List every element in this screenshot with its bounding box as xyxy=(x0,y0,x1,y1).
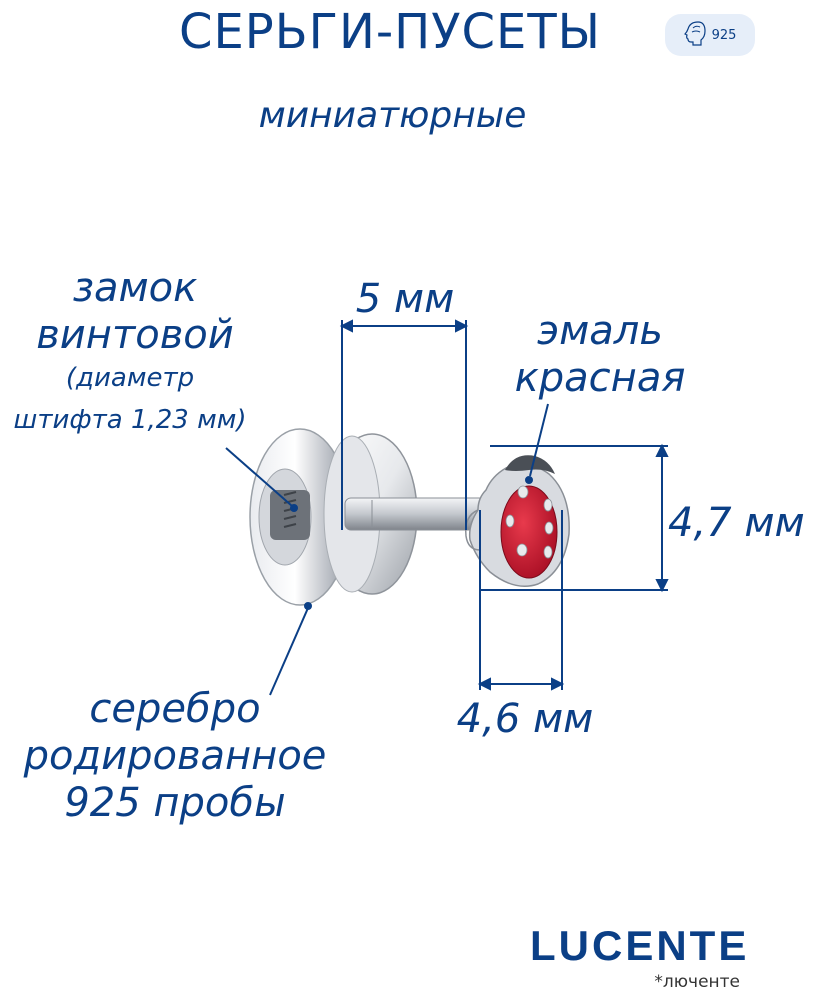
lock-label: замок винтовой xyxy=(15,265,255,359)
badge-text: 925 xyxy=(711,27,737,43)
screw-back xyxy=(249,428,351,606)
silver-assay-badge: 925 xyxy=(665,14,755,56)
silver-label-line3: 925 пробы xyxy=(64,780,286,827)
ladybug-head[interactable] xyxy=(465,455,570,587)
pin xyxy=(344,497,491,531)
brand-logo[interactable]: LUCENTE xyxy=(530,922,750,969)
dimension-height-lines xyxy=(480,443,669,593)
brand-transliteration: *люченте xyxy=(654,972,740,992)
page-title: СЕРЬГИ-ПУСЕТЫ xyxy=(178,4,602,60)
dimension-width-lines xyxy=(477,510,565,691)
silver-label: серебро родированное 925 пробы xyxy=(10,686,340,828)
enamel-label-line1: эмаль xyxy=(537,308,663,354)
dimension-length-lines xyxy=(339,319,469,530)
dimension-length-label: 5 мм xyxy=(355,276,455,322)
dimension-height-label: 4,7 мм xyxy=(668,500,805,546)
enamel-label-line2: красная xyxy=(514,355,686,402)
dimension-width-label: 4,6 мм xyxy=(456,696,594,742)
head-profile-icon xyxy=(683,20,706,50)
diameter-label: (диаметр штифта 1,23 мм) xyxy=(5,358,255,441)
lock-label-line1: замок xyxy=(72,265,198,311)
lock-label-line2: винтовой xyxy=(36,312,234,359)
diameter-label-line1: (диаметр xyxy=(65,363,195,393)
silver-label-line1: серебро xyxy=(89,686,261,732)
silver-label-line2: родированное xyxy=(23,733,327,780)
enamel-label: эмаль красная xyxy=(490,308,710,402)
page-subtitle: миниатюрные xyxy=(258,95,527,136)
leader-lines xyxy=(225,403,549,696)
diameter-label-line2: штифта 1,23 мм) xyxy=(13,404,247,435)
